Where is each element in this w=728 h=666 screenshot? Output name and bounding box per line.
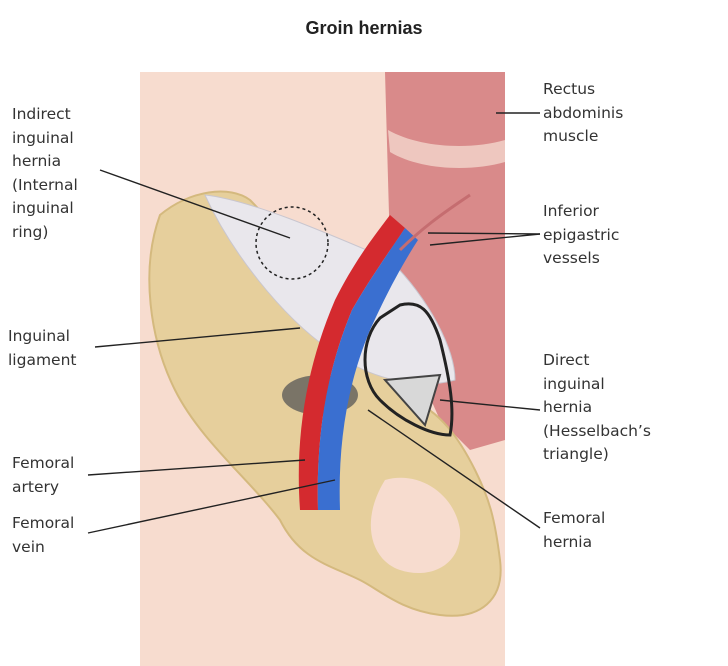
- label-indirect-hernia: Indirect inguinal hernia (Internal ingui…: [12, 105, 78, 241]
- hesselbach-triangle-outline: [363, 302, 454, 437]
- direct-hernia-sac: [382, 373, 442, 428]
- label-femoral-hernia: Femoral hernia: [543, 509, 606, 551]
- femoral-artery-vessel: [298, 215, 405, 510]
- rectus-tendinous-band: [388, 130, 505, 168]
- leader-epigastric-1: [427, 232, 541, 235]
- label-inguinal-ligament: Inguinal ligament: [8, 327, 77, 369]
- internal-inguinal-ring-circle: [255, 206, 329, 280]
- label-femoral-artery: Femoral artery: [12, 454, 75, 496]
- label-femoral-vein: Femoral vein: [12, 514, 75, 556]
- leader-femoral-artery: [87, 459, 306, 476]
- epigastric-vessels: [398, 193, 471, 252]
- leader-inguinal-ligament: [94, 327, 301, 348]
- leader-femoral-vein: [87, 479, 336, 534]
- inguinal-ligament-band: [204, 194, 456, 385]
- obturator-foramen: [370, 477, 461, 574]
- leader-epigastric-2: [429, 233, 541, 246]
- label-inferior-epigastric: Inferior epigastric vessels: [543, 202, 620, 267]
- diagram-title: Groin hernias: [305, 18, 423, 38]
- label-direct-hernia: Direct inguinal hernia (Hesselbach’s tri…: [543, 351, 651, 463]
- label-rectus-abdominis: Rectus abdominis muscle: [543, 80, 624, 145]
- leader-direct-hernia: [439, 399, 541, 411]
- leader-femoral-hernia: [367, 409, 541, 529]
- leader-indirect-hernia: [99, 169, 291, 239]
